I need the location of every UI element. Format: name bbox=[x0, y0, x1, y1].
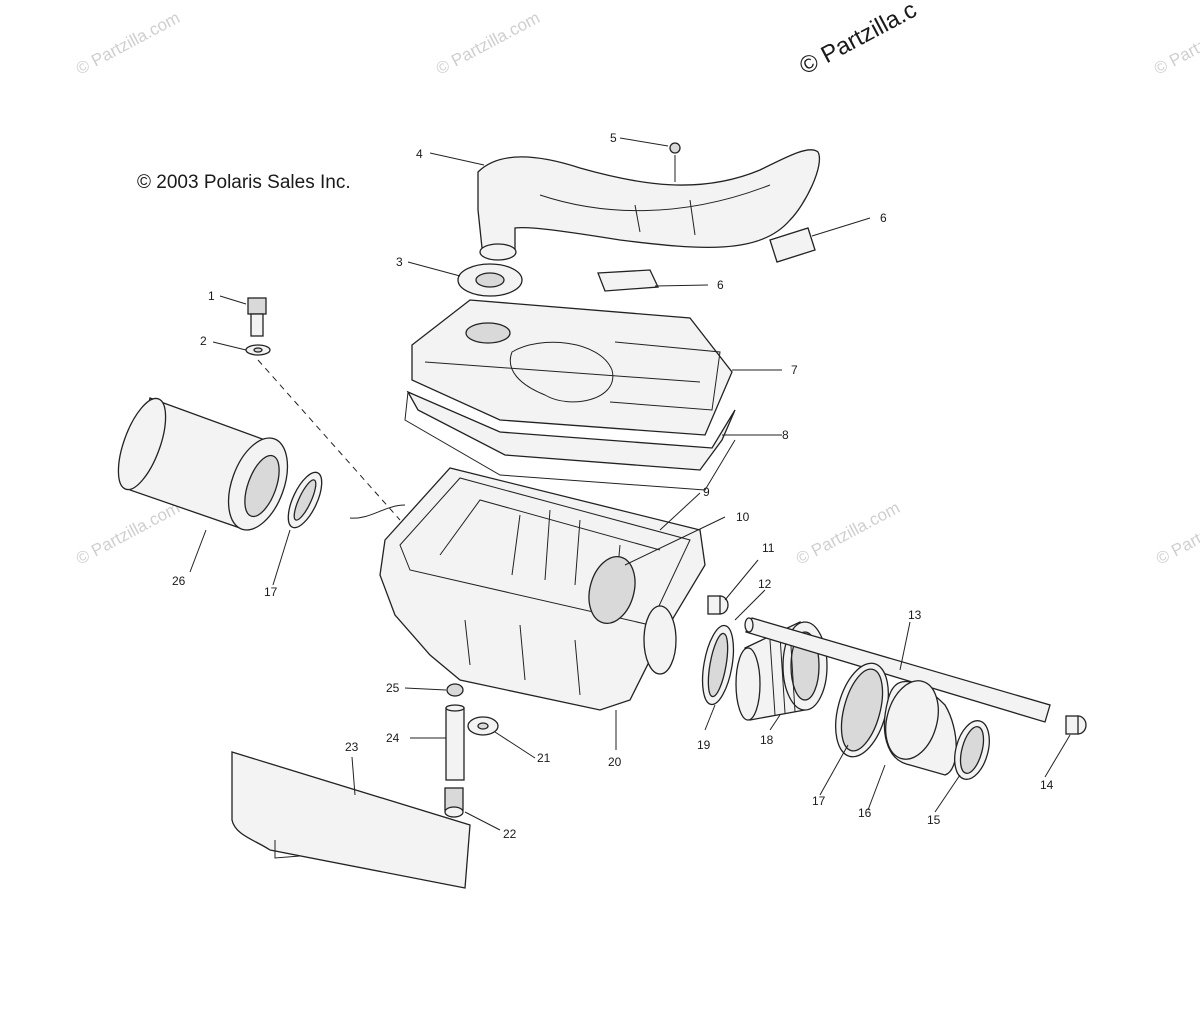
part-o-ring bbox=[701, 624, 735, 706]
part-bolt bbox=[247, 297, 267, 337]
callout-1: 1 bbox=[208, 289, 215, 303]
part-clamp bbox=[954, 720, 990, 780]
callout-11: 11 bbox=[762, 541, 775, 555]
part-decal bbox=[597, 227, 816, 292]
part-air-filter bbox=[117, 397, 289, 531]
part-drain-hose bbox=[445, 704, 465, 781]
callout-3: 3 bbox=[396, 255, 403, 269]
callout-14: 14 bbox=[1040, 778, 1054, 792]
part-gasket bbox=[404, 390, 736, 491]
callout-7: 7 bbox=[791, 363, 798, 377]
watermark: © Partzilla.com bbox=[1153, 498, 1200, 569]
callout-20: 20 bbox=[608, 755, 622, 769]
part-clamp bbox=[287, 471, 323, 529]
part-boot bbox=[883, 680, 957, 776]
part-nut bbox=[446, 683, 464, 697]
callout-19: 19 bbox=[697, 738, 711, 752]
callout-6: 6 bbox=[880, 211, 887, 225]
callout-4: 4 bbox=[416, 147, 423, 161]
part-fitting bbox=[444, 787, 464, 818]
callout-21: 21 bbox=[537, 751, 551, 765]
callout-22: 22 bbox=[503, 827, 517, 841]
copyright-text: © 2003 Polaris Sales Inc. bbox=[137, 172, 351, 193]
watermark-dark: © Partzilla.c bbox=[795, 0, 921, 80]
part-panel bbox=[231, 751, 471, 889]
part-screw bbox=[669, 142, 681, 182]
callout-12: 12 bbox=[758, 577, 772, 591]
callouts: 1 2 3 4 5 6 6 7 8 9 10 11 12 13 14 15 16… bbox=[172, 131, 1054, 841]
callout-5: 5 bbox=[610, 131, 617, 145]
callout-13: 13 bbox=[908, 608, 922, 622]
callout-24: 24 bbox=[386, 731, 400, 745]
part-drain-tube bbox=[744, 617, 1051, 723]
part-washer bbox=[245, 344, 271, 356]
callout-25: 25 bbox=[386, 681, 400, 695]
watermark: © Partzilla.com bbox=[73, 498, 183, 569]
part-clamp bbox=[835, 662, 889, 758]
part-grommet bbox=[467, 716, 499, 736]
part-intake-duct bbox=[477, 149, 821, 261]
callout-23: 23 bbox=[345, 740, 359, 754]
watermark: © Partzilla.com bbox=[73, 8, 183, 79]
watermark: © Partzilla.com bbox=[1151, 8, 1200, 79]
part-grommet bbox=[457, 263, 523, 297]
watermark: © Partzilla.com bbox=[433, 8, 543, 79]
part-airbox bbox=[349, 467, 706, 711]
watermark: © Partzilla.com bbox=[793, 498, 903, 569]
part-plug bbox=[707, 595, 729, 615]
leader-lines bbox=[189, 137, 1071, 831]
callout-10: 10 bbox=[736, 510, 750, 524]
callout-17: 17 bbox=[264, 585, 278, 599]
assembly-line bbox=[257, 359, 401, 521]
callout-9: 9 bbox=[703, 485, 710, 499]
part-airbox-cover bbox=[411, 299, 733, 436]
callout-15: 15 bbox=[927, 813, 941, 827]
callout-18: 18 bbox=[760, 733, 774, 747]
callout-2: 2 bbox=[200, 334, 207, 348]
callout-8: 8 bbox=[782, 428, 789, 442]
callout-26: 26 bbox=[172, 574, 186, 588]
callout-6: 6 bbox=[717, 278, 724, 292]
callout-17: 17 bbox=[812, 794, 826, 808]
callout-16: 16 bbox=[858, 806, 872, 820]
part-cap bbox=[1065, 715, 1087, 735]
